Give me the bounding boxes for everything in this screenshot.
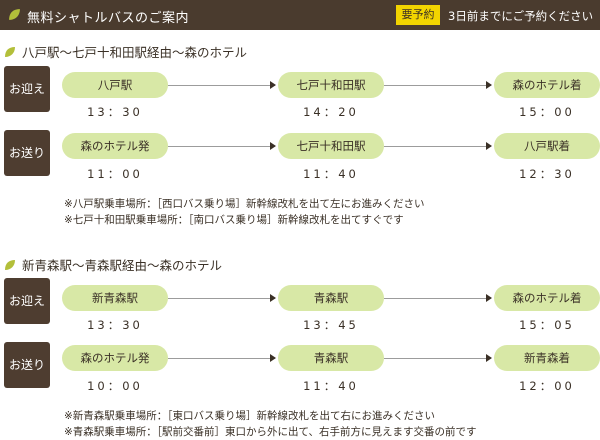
pickup-label: お迎え	[4, 66, 50, 112]
route-title-text: 新青森駅〜青森駅経由〜森のホテル	[22, 258, 223, 273]
arrow-right-icon	[270, 294, 276, 302]
stop-time: 15：00	[519, 105, 575, 119]
stop-pill: 八戸駅着	[494, 133, 600, 159]
stop-pill: 七戸十和田駅	[278, 72, 384, 98]
leaf-icon	[5, 259, 15, 270]
stop-time: 11：00	[87, 167, 143, 181]
stop-time: 13：45	[303, 318, 359, 332]
arrow-right-icon	[270, 354, 276, 362]
arrow-right-icon	[270, 142, 276, 150]
stop-pill: 八戸駅	[62, 72, 168, 98]
route-connector	[384, 146, 491, 147]
route-connector	[384, 298, 491, 299]
page-title: 無料シャトルバスのご案内	[27, 11, 190, 26]
stop-time: 15：05	[519, 318, 575, 332]
route-title-text: 八戸駅〜七戸十和田駅経由〜森のホテル	[22, 45, 248, 60]
route-title-hachinohe: 八戸駅〜七戸十和田駅経由〜森のホテル	[4, 42, 247, 61]
route-connector	[168, 298, 275, 299]
stop-pill: 森のホテル発	[62, 133, 168, 159]
route-connector	[168, 146, 275, 147]
boarding-note: ※八戸駅乗車場所：［西口バス乗り場］新幹線改札を出て左にお進みください	[64, 198, 425, 210]
stop-time: 11：40	[303, 379, 359, 393]
route-connector	[384, 358, 491, 359]
stop-time: 14：20	[303, 105, 359, 119]
boarding-note: ※七戸十和田駅乗車場所：［南口バス乗り場］新幹線改札を出てすぐです	[64, 214, 404, 226]
stop-time: 13：30	[87, 105, 143, 119]
stop-time: 12：30	[519, 167, 575, 181]
stop-pill: 森のホテル着	[494, 285, 600, 311]
arrow-right-icon	[486, 354, 492, 362]
stop-pill: 新青森駅	[62, 285, 168, 311]
reservation-note: 3日前までにご予約ください	[448, 9, 594, 23]
header-bar: 無料シャトルバスのご案内 要予約 3日前までにご予約ください	[0, 0, 600, 30]
boarding-note: ※新青森駅乗車場所：［東口バス乗り場］新幹線改札を出て右にお進みください	[64, 410, 436, 422]
stop-pill: 新青森着	[494, 345, 600, 371]
stop-pill: 七戸十和田駅	[278, 133, 384, 159]
reservation-required-badge: 要予約	[396, 5, 440, 25]
leaf-icon	[9, 9, 20, 20]
leaf-icon	[5, 46, 15, 57]
stop-pill: 青森駅	[278, 285, 384, 311]
arrow-right-icon	[270, 81, 276, 89]
stop-time: 12：00	[519, 379, 575, 393]
arrow-right-icon	[486, 81, 492, 89]
route-connector	[168, 85, 275, 86]
boarding-note: ※青森駅乗車場所：［駅前交番前］東口から外に出て、右手前方に見えます交番の前です	[64, 426, 477, 438]
dropoff-label: お送り	[4, 130, 50, 176]
route-connector	[168, 358, 275, 359]
arrow-right-icon	[486, 142, 492, 150]
route-connector	[384, 85, 491, 86]
arrow-right-icon	[486, 294, 492, 302]
stop-time: 11：40	[303, 167, 359, 181]
stop-time: 13：30	[87, 318, 143, 332]
stop-pill: 青森駅	[278, 345, 384, 371]
pickup-label: お迎え	[4, 278, 50, 324]
stop-pill: 森のホテル着	[494, 72, 600, 98]
stop-pill: 森のホテル発	[62, 345, 168, 371]
dropoff-label: お送り	[4, 342, 50, 388]
route-title-shin-aomori: 新青森駅〜青森駅経由〜森のホテル	[4, 255, 222, 274]
stop-time: 10：00	[87, 379, 143, 393]
